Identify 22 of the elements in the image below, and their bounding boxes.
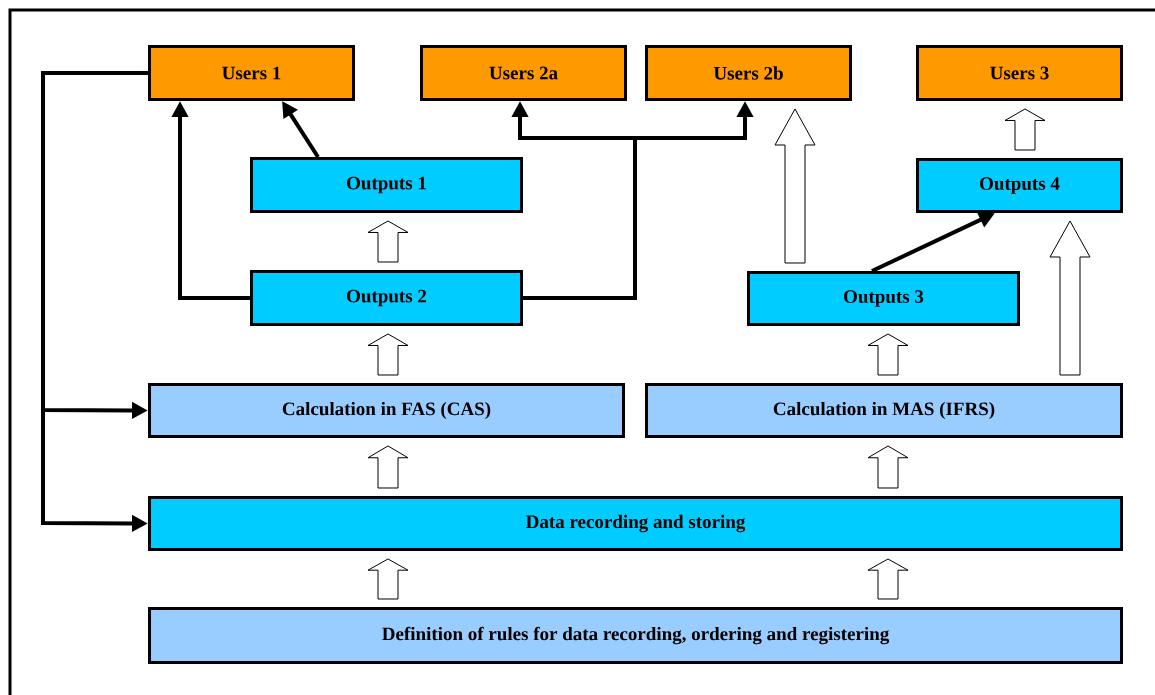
block-arrow	[1049, 220, 1091, 376]
block-arrow	[867, 445, 909, 489]
block-arrow	[867, 333, 909, 376]
block-arrow	[367, 558, 409, 600]
process-box: Users 3	[916, 45, 1123, 101]
process-box: Definition of rules for data recording, ordering and registering	[148, 607, 1123, 664]
process-box: Users 2a	[420, 45, 627, 101]
block-arrow	[367, 445, 409, 489]
process-box: Calculation in MAS (IFRS)	[645, 383, 1123, 438]
process-box: Outputs 2	[250, 270, 523, 326]
process-box: Outputs 3	[747, 271, 1020, 326]
block-arrow	[774, 108, 816, 264]
block-arrow	[367, 220, 409, 263]
process-box: Calculation in FAS (CAS)	[148, 383, 625, 438]
block-arrow	[867, 558, 909, 600]
process-box: Users 1	[148, 45, 355, 101]
process-box: Data recording and storing	[148, 496, 1123, 551]
process-box: Outputs 4	[916, 158, 1123, 213]
block-arrow	[1004, 108, 1046, 151]
process-box: Users 2b	[645, 45, 852, 101]
process-box: Outputs 1	[250, 157, 523, 213]
block-arrow	[367, 333, 409, 376]
